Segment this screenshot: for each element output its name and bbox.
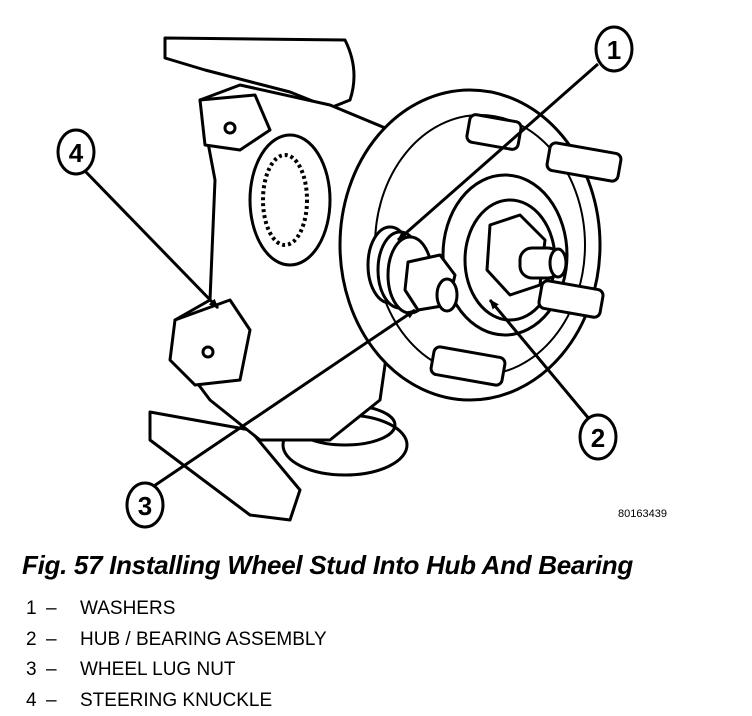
callout-1-circle bbox=[594, 25, 634, 73]
callout-2-label: 2 bbox=[591, 423, 605, 453]
legend-item: 2 – HUB / BEARING ASSEMBLY bbox=[26, 625, 327, 656]
callout-2-circle bbox=[578, 413, 618, 461]
leader-3 bbox=[147, 308, 416, 492]
leader-2 bbox=[488, 299, 592, 421]
callout-1-label: 1 bbox=[607, 35, 621, 65]
knuckle-upper-arm bbox=[163, 36, 356, 110]
wheel-studs bbox=[429, 113, 623, 387]
legend-number: 2 bbox=[26, 628, 37, 650]
legend-item: 3 – WHEEL LUG NUT bbox=[26, 655, 327, 686]
legend-number: 3 bbox=[26, 659, 37, 681]
parts-legend: 1 – WASHERS 2 – HUB / BEARING ASSEMBLY 3… bbox=[26, 594, 327, 716]
legend-item: 4 – STEERING KNUCKLE bbox=[26, 686, 327, 716]
callout-3-label: 3 bbox=[138, 491, 152, 521]
legend-number: 1 bbox=[26, 598, 37, 620]
legend-text: WASHERS bbox=[80, 598, 176, 620]
callout-3-circle bbox=[125, 481, 165, 529]
legend-text: STEERING KNUCKLE bbox=[80, 689, 273, 711]
legend-dash: – bbox=[46, 598, 57, 620]
legend-dash: – bbox=[46, 659, 57, 681]
illustration: 1 2 3 4 80163439 bbox=[56, 25, 667, 529]
legend-number: 4 bbox=[26, 689, 37, 711]
legend-text: WHEEL LUG NUT bbox=[80, 659, 236, 681]
knuckle-lower-ear bbox=[168, 298, 252, 387]
hub-knuckle-drawing: 1 2 3 4 80163439 bbox=[56, 25, 667, 529]
legend-item: 1 – WASHERS bbox=[26, 594, 327, 625]
legend-text: HUB / BEARING ASSEMBLY bbox=[80, 628, 327, 650]
leader-1 bbox=[397, 62, 599, 242]
figure-reference-code: 80163439 bbox=[618, 508, 667, 520]
callout-4-label: 4 bbox=[69, 138, 84, 168]
legend-dash: – bbox=[46, 628, 57, 650]
callout-4-circle bbox=[56, 128, 96, 176]
legend-dash: – bbox=[46, 689, 57, 711]
leader-4 bbox=[82, 168, 220, 310]
knuckle-upper-ear bbox=[198, 93, 272, 152]
figure-caption: Fig. 57 Installing Wheel Stud Into Hub A… bbox=[22, 550, 633, 580]
